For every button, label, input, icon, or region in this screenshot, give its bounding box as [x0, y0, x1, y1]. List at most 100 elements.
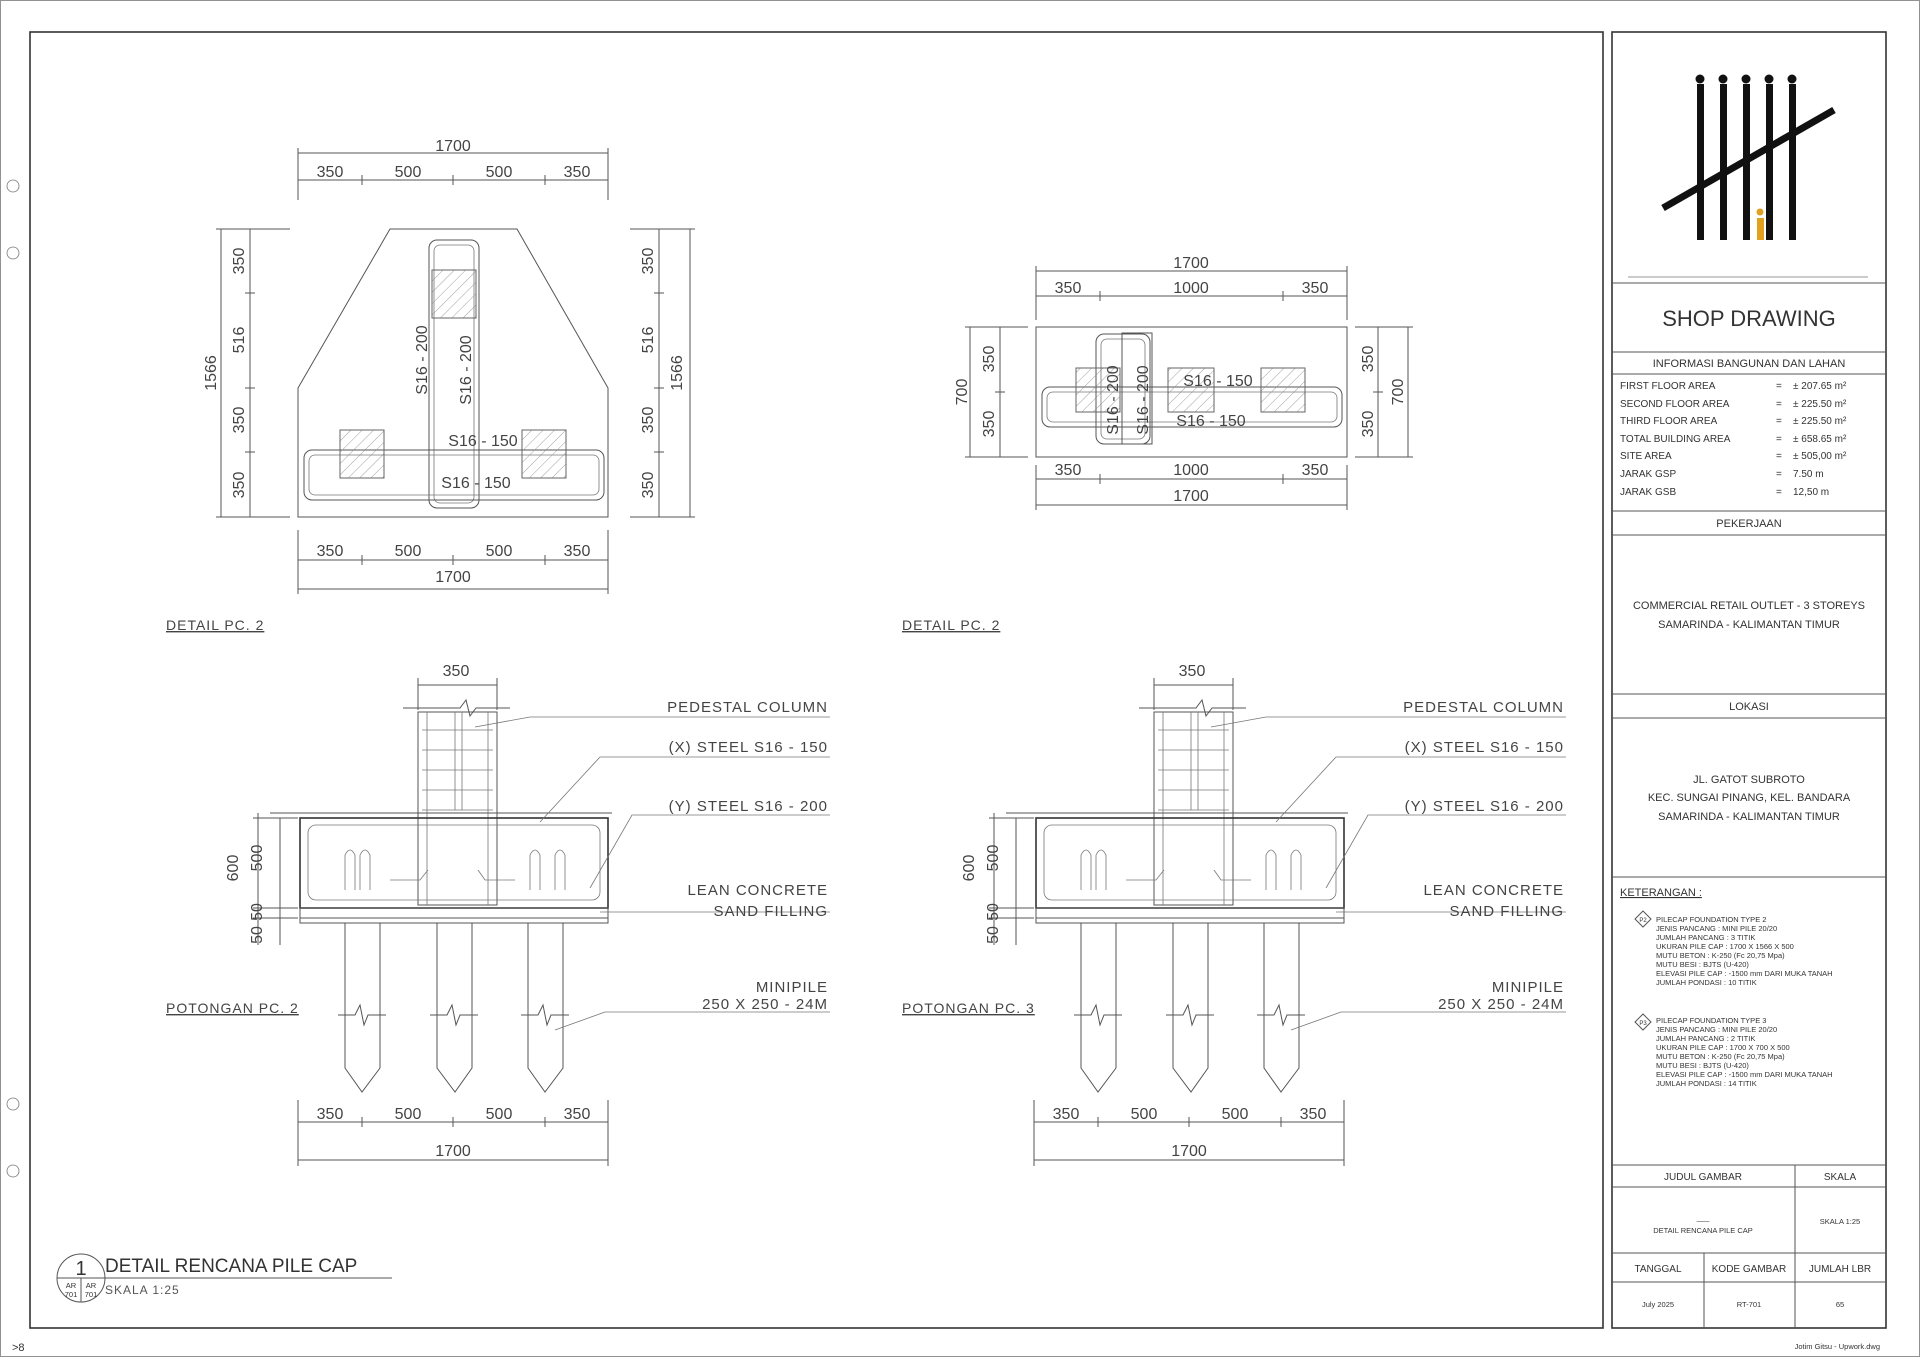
- drawing-number: 1: [75, 1258, 86, 1280]
- dim-depth: 600: [961, 855, 978, 882]
- dim-seg: 500: [395, 543, 422, 560]
- info-value: ± 658.65 m²: [1793, 434, 1847, 445]
- lokasi-line: SAMARINDA - KALIMANTAN TIMUR: [1658, 811, 1840, 823]
- rebar-label: S16 - 200: [458, 335, 475, 404]
- dim-depth: 50: [985, 926, 1002, 944]
- info-row: JARAK GSB = 12,50 m: [1620, 487, 1829, 498]
- section-pc3: 350 600 500 50 50: [902, 663, 1566, 1166]
- drawing-caption: DETAIL PC. 2: [166, 617, 264, 633]
- dim-overall: 700: [954, 379, 971, 406]
- note-line: MUTU BESI : BJTS (U-420): [1656, 960, 1749, 969]
- dim-overall: 700: [1390, 379, 1407, 406]
- callout: SAND FILLING: [713, 903, 828, 920]
- judul-header: JUDUL GAMBAR: [1664, 1172, 1742, 1183]
- dim-seg: 350: [1300, 1106, 1327, 1123]
- plan-pc2-right: 1700 350 1000 350 S16 - 200 S16 - 200 S1…: [902, 255, 1413, 633]
- pekerjaan-line: SAMARINDA - KALIMANTAN TIMUR: [1658, 619, 1840, 631]
- dim-seg: 350: [317, 164, 344, 181]
- dim-seg: 350: [231, 472, 248, 499]
- note-line: MUTU BESI : BJTS (U-420): [1656, 1061, 1749, 1070]
- dim-seg: 350: [1053, 1106, 1080, 1123]
- drawing-title-tag: 1 AR 701 AR 701 DETAIL RENCANA PILE CAP …: [56, 1253, 392, 1303]
- note-line: JENIS PANCANG : MINI PILE 20/20: [1656, 924, 1777, 933]
- note-line: JUMLAH PANCANG : 3 TITIK: [1656, 933, 1755, 942]
- tag-marker: [1634, 1013, 1652, 1031]
- dim-seg: 350: [640, 472, 657, 499]
- lokasi-line: JL. GATOT SUBROTO: [1693, 774, 1805, 786]
- title-block: SHOP DRAWING INFORMASI BANGUNAN DAN LAHA…: [1612, 74, 1886, 1328]
- dim-seg: 350: [317, 543, 344, 560]
- section-pc2: 350: [166, 663, 830, 1166]
- dim-seg: 350: [640, 248, 657, 275]
- punch-hole: [6, 179, 20, 193]
- info-label: FIRST FLOOR AREA: [1620, 381, 1716, 392]
- skala-header: SKALA: [1824, 1172, 1857, 1183]
- info-value: 7.50 m: [1793, 469, 1824, 480]
- info-row: SECOND FLOOR AREA = ± 225.50 m²: [1620, 399, 1847, 410]
- dim-overall: 1700: [435, 138, 471, 155]
- note-line: ELEVASI PILE CAP : -1500 mm DARI MUKA TA…: [1656, 1070, 1833, 1079]
- dim-seg: 350: [564, 164, 591, 181]
- dim-seg: 500: [1222, 1106, 1249, 1123]
- info-eq: =: [1776, 487, 1782, 498]
- notes-type-2: P2 PILECAP FOUNDATION TYPE 2 JENIS PANCA…: [1634, 910, 1833, 987]
- dim-seg: 350: [564, 543, 591, 560]
- rebar-label: S16 - 150: [1183, 373, 1252, 390]
- dim-seg: 350: [1302, 280, 1329, 297]
- firm-logo: [1661, 74, 1836, 240]
- callout: LEAN CONCRETE: [1423, 882, 1564, 899]
- drawing-scale: SKALA 1:25: [105, 1283, 180, 1297]
- ref-b2: 701: [85, 1290, 98, 1299]
- info-eq: =: [1776, 416, 1782, 427]
- lokasi-header: LOKASI: [1729, 701, 1769, 713]
- dim-depth: 50: [249, 903, 266, 921]
- dim-seg: 350: [564, 1106, 591, 1123]
- note-line: JUMLAH PONDASI : 10 TITIK: [1656, 978, 1757, 987]
- callout: PEDESTAL COLUMN: [667, 699, 828, 716]
- tag-label: P2: [1639, 918, 1647, 924]
- rebar-label: S16 - 200: [1135, 365, 1152, 434]
- info-label: THIRD FLOOR AREA: [1620, 416, 1718, 427]
- callout: 250 X 250 - 24M: [1438, 996, 1564, 1013]
- drawing-frame: [29, 31, 1604, 1329]
- dim-seg: 350: [1360, 346, 1377, 373]
- footer-right: Jotim Gitsu - Upwork.dwg: [1795, 1342, 1880, 1351]
- dim-seg: 350: [1055, 280, 1082, 297]
- judul-value: DETAIL RENCANA PILE CAP: [1653, 1226, 1753, 1235]
- ref-a2: 701: [65, 1290, 78, 1299]
- info-label: JARAK GSB: [1620, 487, 1676, 498]
- info-label: SECOND FLOOR AREA: [1620, 399, 1730, 410]
- dim-column: 350: [443, 663, 470, 680]
- tanggal-header: TANGGAL: [1634, 1264, 1681, 1275]
- footer-left: >8: [12, 1342, 25, 1354]
- dim-seg: 350: [981, 411, 998, 438]
- callout: (Y) STEEL S16 - 200: [669, 798, 828, 815]
- tanggal-value: July 2025: [1642, 1300, 1674, 1309]
- dim-overall: 1700: [1173, 488, 1209, 505]
- punch-hole: [6, 1164, 20, 1178]
- dim-seg: 500: [486, 543, 513, 560]
- sheet-title: SHOP DRAWING: [1662, 306, 1836, 331]
- pekerjaan-header: PEKERJAAN: [1716, 518, 1781, 530]
- jumlah-value: 65: [1836, 1300, 1844, 1309]
- skala-value: SKALA 1:25: [1820, 1217, 1860, 1226]
- dim-overall: 1700: [1171, 1143, 1207, 1160]
- dim-seg: 350: [1302, 462, 1329, 479]
- ref-b: AR: [86, 1281, 97, 1290]
- info-eq: =: [1776, 434, 1782, 445]
- drawing-title: DETAIL RENCANA PILE CAP: [105, 1256, 357, 1277]
- callout: (Y) STEEL S16 - 200: [1405, 798, 1564, 815]
- info-eq: =: [1776, 381, 1782, 392]
- notes-type-3: P3 PILECAP FOUNDATION TYPE 3 JENIS PANCA…: [1634, 1013, 1833, 1088]
- callout: MINIPILE: [756, 979, 828, 996]
- punch-hole: [6, 246, 20, 260]
- callout: MINIPILE: [1492, 979, 1564, 996]
- note-line: PILECAP FOUNDATION TYPE 3: [1656, 1016, 1766, 1025]
- dim-overall: 1566: [669, 355, 686, 391]
- dim-depth: 500: [249, 845, 266, 872]
- info-eq: =: [1776, 451, 1782, 462]
- drawing-caption: POTONGAN PC. 3: [902, 1000, 1035, 1016]
- note-line: JUMLAH PONDASI : 14 TITIK: [1656, 1079, 1757, 1088]
- info-row: SITE AREA = ± 505,00 m²: [1620, 451, 1847, 462]
